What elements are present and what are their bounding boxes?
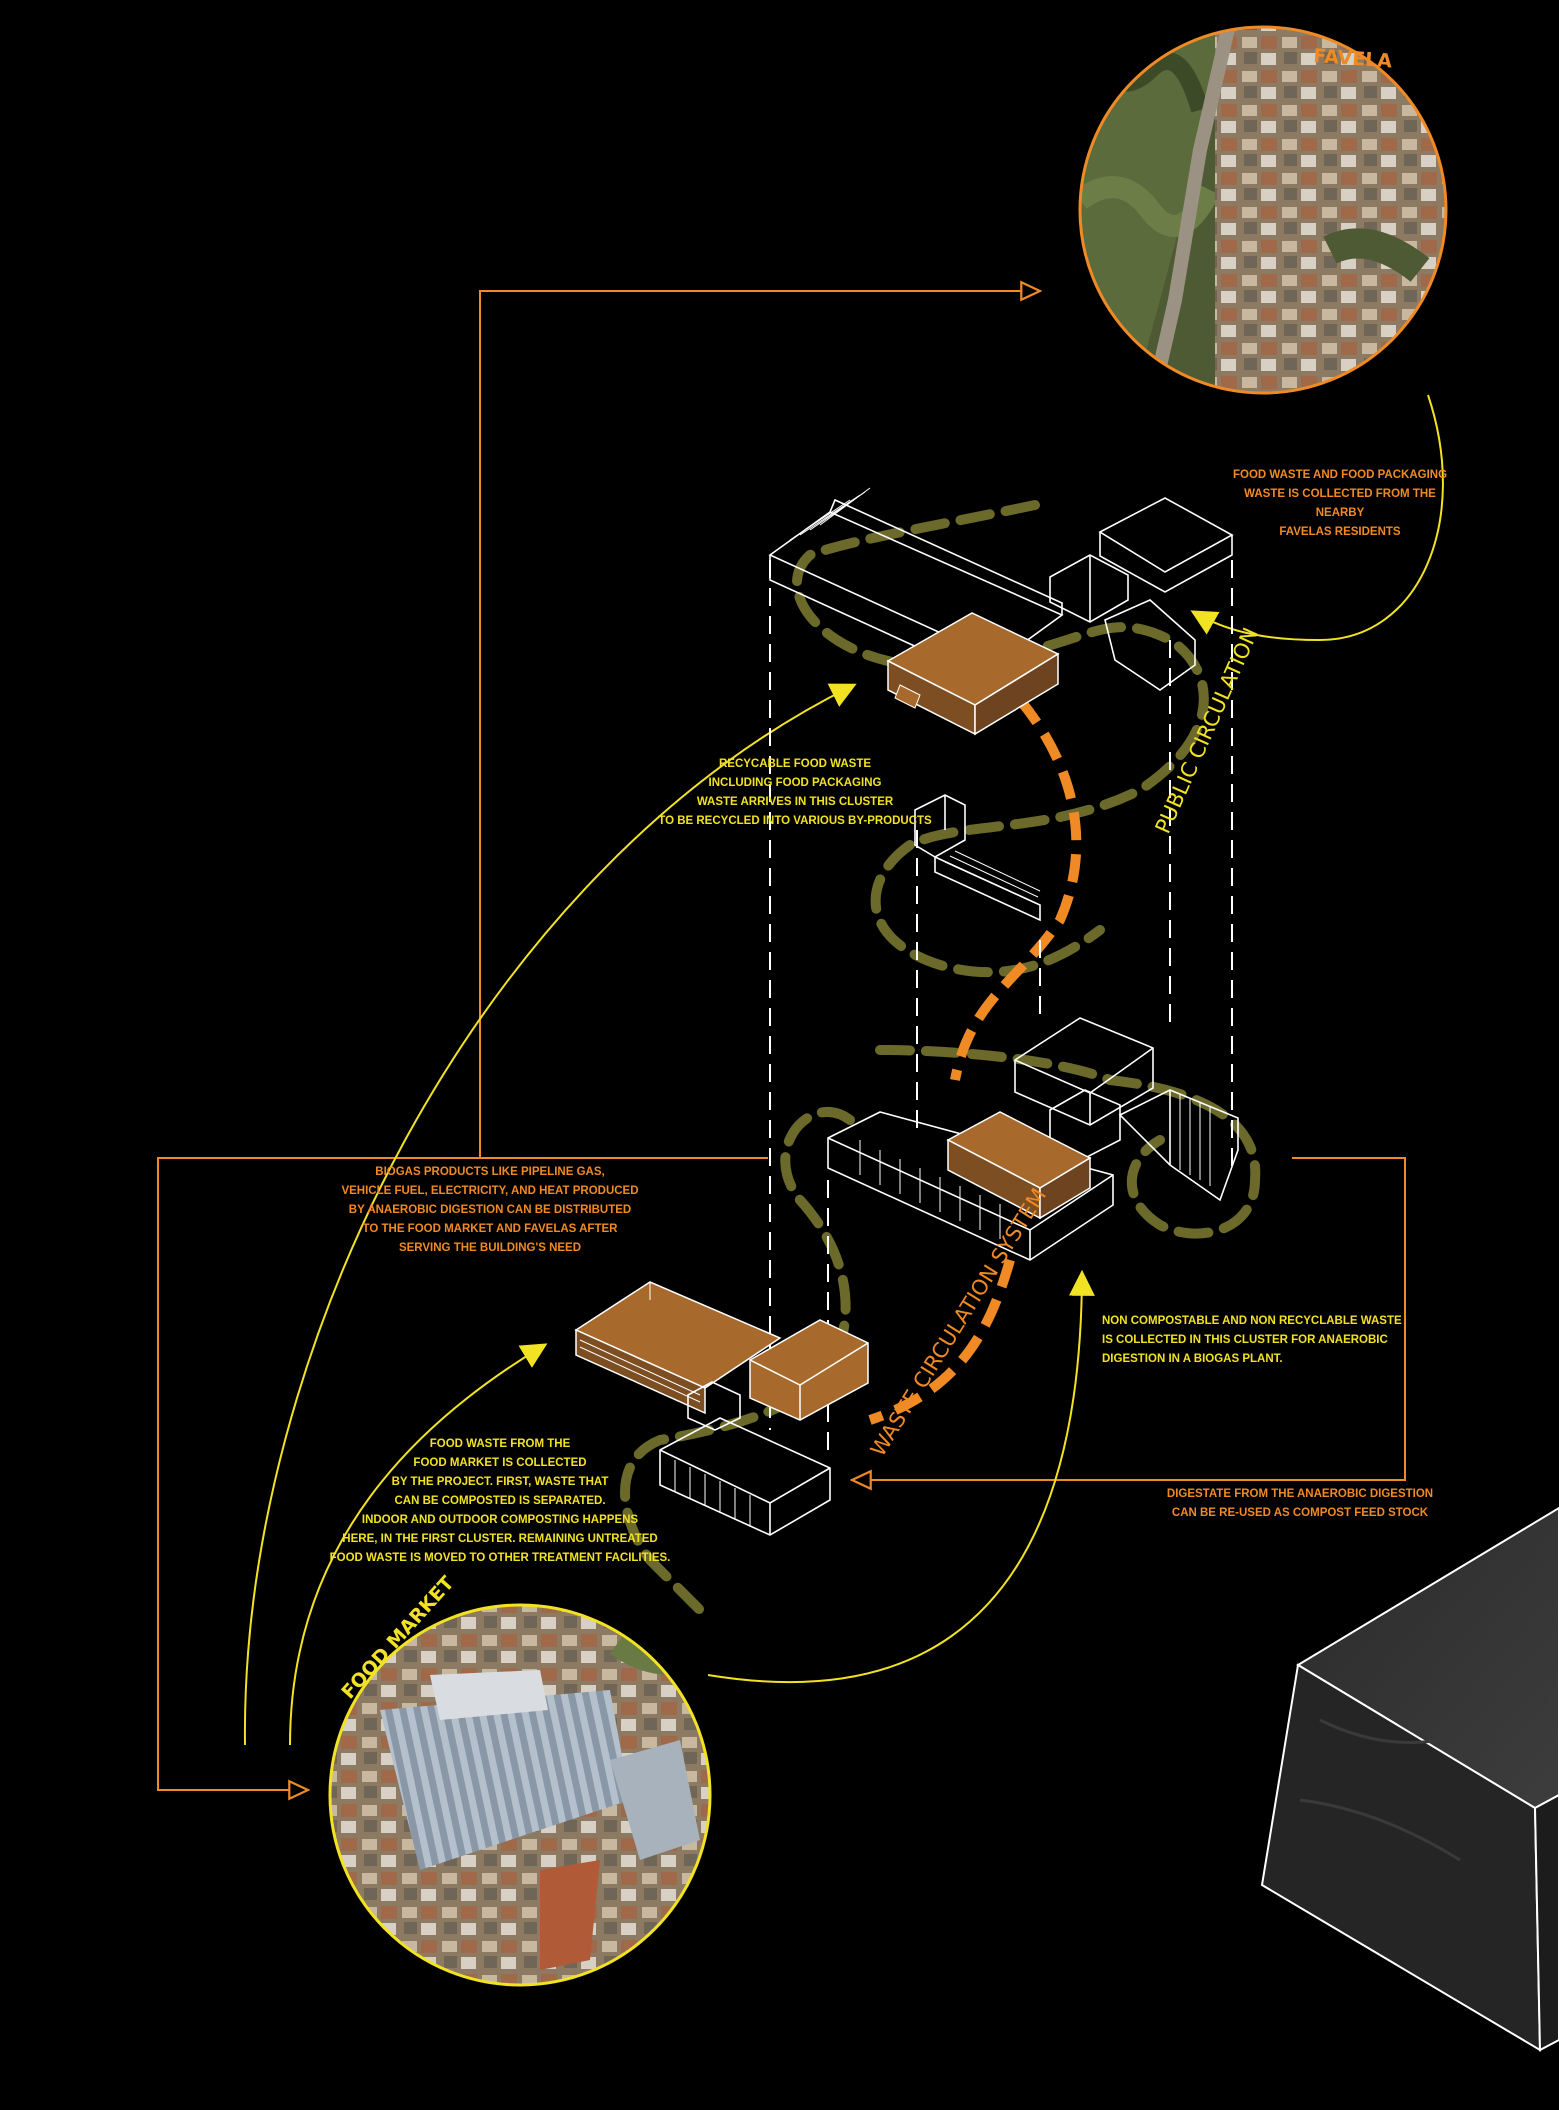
middle-structure [914, 794, 1041, 922]
line-to-favela [479, 291, 1040, 1158]
waste-circulation-label: WASTE CIRCULATION SYSTEM [866, 1184, 1051, 1461]
food-market-waste-note: FOOD WASTE FROM THE FOOD MARKET IS COLLE… [329, 1438, 671, 1564]
biogas-distribution-lines [157, 291, 1406, 1790]
stone-block [1260, 1506, 1559, 2052]
arrow-market-to-recycling [243, 683, 857, 1746]
arrow-favela-to-cluster [1190, 394, 1444, 642]
waste-circulation-path [868, 696, 1082, 1425]
biogas-cluster-highlight [946, 1111, 1092, 1220]
arrow-market-to-biogas [707, 1269, 1095, 1684]
biogas-distribution-note: BIOGAS PRODUCTS LIKE PIPELINE GAS, VEHIC… [341, 1166, 639, 1254]
favela-title: FAVELA [1313, 45, 1393, 72]
public-circulation-label: PUBLIC CIRCULATION [1151, 624, 1263, 837]
biogas-cluster-buildings [827, 1017, 1239, 1261]
favela-collection-note: FOOD WASTE AND FOOD PACKAGING WASTE IS C… [1232, 469, 1448, 538]
waste-flow-arrows [243, 394, 1444, 1746]
composting-cluster-buildings [574, 1281, 869, 1536]
favela-aerial-image [1078, 25, 1448, 395]
arrow-market-to-composting [289, 1343, 548, 1746]
non-compostable-note: NON COMPOSTABLE AND NON RECYCLABLE WASTE… [1102, 1315, 1402, 1365]
digestate-note: DIGESTATE FROM THE ANAEROBIC DIGESTION C… [1166, 1488, 1434, 1519]
recycling-cluster-highlight [886, 612, 1060, 736]
vertical-guide-lines [769, 560, 1233, 1460]
recyclable-waste-note: RECYCABLE FOOD WASTE INCLUDING FOOD PACK… [658, 758, 932, 827]
digestate-return-line [852, 1157, 1406, 1480]
line-to-food-market [157, 1157, 768, 1790]
